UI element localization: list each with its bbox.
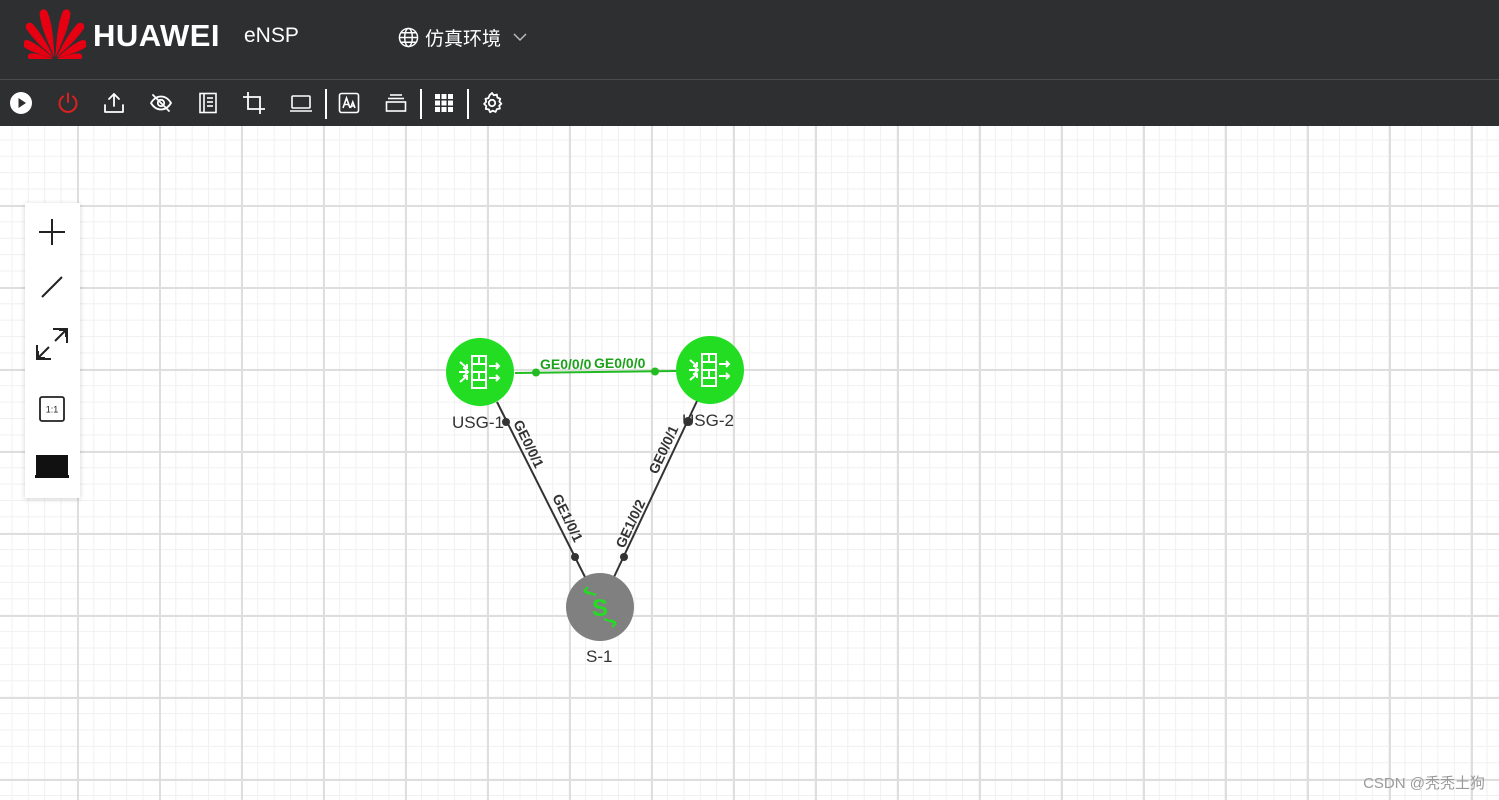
port-dot — [571, 553, 579, 561]
start-button[interactable] — [9, 91, 33, 115]
port-dot — [651, 367, 659, 376]
port-label: GE1/0/2 — [612, 497, 648, 551]
document-icon — [199, 92, 217, 114]
monitor-icon — [35, 455, 69, 478]
node-usg-2[interactable]: USG-2 — [676, 336, 744, 430]
notes-button[interactable] — [196, 91, 220, 115]
switch-icon: S — [583, 586, 617, 628]
gear-icon — [483, 92, 503, 114]
fit-screen-button[interactable] — [35, 327, 69, 361]
grid-button[interactable] — [432, 91, 456, 115]
node-label: S-1 — [586, 647, 612, 666]
plus-icon — [39, 219, 65, 245]
port-dot — [502, 418, 510, 426]
toolbar-separator — [325, 89, 327, 119]
laptop-icon — [290, 95, 312, 112]
fit-screen-icon — [36, 328, 68, 360]
tool-palette: 1:1 — [25, 203, 80, 498]
link-usg1-usg2[interactable]: GE0/0/0 GE0/0/0 — [514, 355, 677, 377]
power-icon — [58, 92, 78, 113]
node-s-1[interactable]: S S-1 — [566, 573, 634, 666]
crop-button[interactable] — [242, 91, 266, 115]
port-dot — [620, 553, 628, 561]
svg-text:S: S — [592, 595, 608, 622]
topology-canvas[interactable] — [0, 126, 1499, 800]
app-header: HUAWEI eNSP 仿真环境 — [0, 0, 1499, 79]
node-label: USG-2 — [682, 411, 734, 430]
app-name: eNSP — [244, 24, 299, 47]
toolbar-separator — [467, 89, 469, 119]
port-label: GE0/0/1 — [510, 417, 547, 470]
layers-button[interactable] — [384, 91, 408, 115]
hide-button[interactable] — [149, 91, 173, 115]
svg-text:1:1: 1:1 — [46, 405, 59, 415]
fullscreen-button[interactable] — [35, 449, 69, 483]
node-label: USG-1 — [452, 413, 504, 432]
terminal-button[interactable] — [289, 91, 313, 115]
globe-icon — [398, 27, 419, 47]
one-to-one-icon: 1:1 — [39, 396, 65, 422]
port-dot — [532, 368, 540, 377]
watermark: CSDN @秃秃土狗 — [1363, 775, 1485, 792]
layers-icon — [385, 94, 407, 112]
node-usg-1[interactable]: USG-1 — [446, 338, 514, 432]
link-usg1-s1[interactable]: GE0/0/1 GE1/0/1 — [496, 401, 586, 578]
firewall-icon — [689, 353, 731, 387]
firewall-icon — [459, 355, 501, 389]
crop-icon — [243, 92, 265, 114]
port-label: GE0/0/0 — [540, 356, 592, 372]
text-button[interactable] — [337, 91, 361, 115]
add-device-button[interactable] — [35, 215, 69, 249]
eye-off-icon — [149, 94, 173, 112]
port-label: GE0/0/0 — [594, 355, 646, 371]
text-box-icon — [338, 92, 360, 114]
toolbar — [0, 79, 1499, 126]
brand-name: HUAWEI — [93, 18, 220, 53]
line-icon — [41, 276, 63, 298]
play-icon — [10, 92, 32, 114]
upload-button[interactable] — [102, 91, 126, 115]
port-label: GE0/0/1 — [645, 423, 681, 477]
settings-button[interactable] — [480, 91, 504, 115]
environment-dropdown[interactable]: 仿真环境 — [398, 24, 527, 50]
toolbar-separator — [420, 89, 422, 119]
port-dot — [684, 417, 692, 425]
environment-label: 仿真环境 — [425, 28, 502, 50]
connect-button[interactable] — [35, 270, 69, 304]
chevron-down-icon — [513, 33, 527, 42]
actual-size-button[interactable]: 1:1 — [35, 392, 69, 426]
grid-icon — [435, 94, 453, 112]
huawei-logo-icon — [24, 9, 86, 59]
upload-icon — [104, 93, 124, 113]
stop-button[interactable] — [56, 91, 80, 115]
